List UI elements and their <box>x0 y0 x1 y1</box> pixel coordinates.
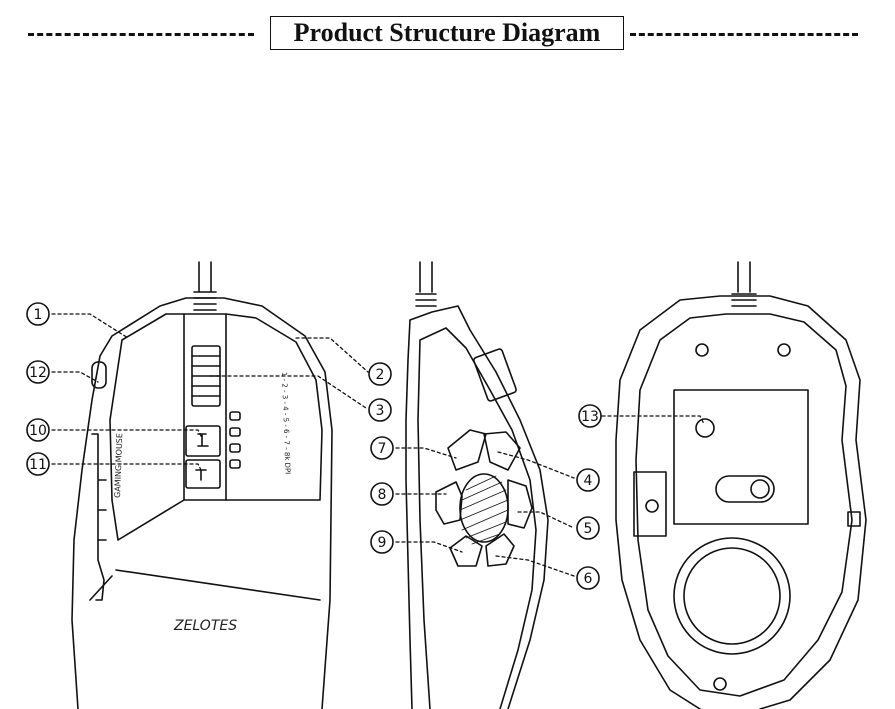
bottom-screw-top-right <box>777 343 791 357</box>
bottom-left-pad <box>633 471 667 537</box>
brand-logo: ZELOTES <box>173 618 237 634</box>
side-top-button <box>473 348 517 402</box>
callout-markers: 1 2 3 4 5 6 7 8 <box>26 302 602 590</box>
leader-6 <box>495 555 575 577</box>
callout-8: 8 <box>370 482 394 506</box>
leader-10 <box>51 429 203 439</box>
bottom-view-body-outline <box>615 295 867 709</box>
center-column <box>183 313 227 501</box>
callout-10: 10 <box>26 418 50 442</box>
mouse-bottom-view <box>615 261 867 709</box>
left-side-button-strip <box>91 433 107 601</box>
thumb-center-hatching <box>459 475 509 545</box>
mouse-side-view <box>405 261 549 709</box>
title-dash-left <box>28 33 254 36</box>
bottom-view-inner-edge <box>635 313 853 697</box>
thumb-button-6 <box>485 533 515 567</box>
dpi-down-glyph <box>195 469 207 481</box>
title-dash-right <box>630 33 858 36</box>
callout-5-label: 5 <box>584 521 593 537</box>
callout-9-label: 9 <box>378 535 387 551</box>
callout-13: 13 <box>578 404 602 428</box>
bottom-glide-ring-outer <box>673 537 791 655</box>
thumb-button-7 <box>447 429 487 471</box>
palm-rest <box>89 569 321 601</box>
leader-11 <box>51 463 203 473</box>
mode-button <box>91 361 107 389</box>
diagram-title: Product Structure Diagram <box>293 18 601 47</box>
callout-11-label: 11 <box>29 457 47 473</box>
callout-11: 11 <box>26 452 50 476</box>
callout-12-label: 12 <box>29 365 47 381</box>
callout-13-label: 13 <box>581 409 599 425</box>
leader-9 <box>395 541 463 553</box>
thumb-button-4 <box>483 431 521 471</box>
bottom-view-cable <box>731 261 757 307</box>
callout-5: 5 <box>576 516 600 540</box>
right-button-panel <box>225 313 323 501</box>
thumb-center-grip <box>459 473 509 543</box>
dpi-down-button <box>185 459 221 489</box>
thumb-button-8 <box>435 481 463 525</box>
dpi-up-button <box>185 425 221 457</box>
leader-5 <box>517 511 575 529</box>
leader-12 <box>51 371 99 383</box>
callout-4: 4 <box>576 468 600 492</box>
leader-3 <box>209 375 367 409</box>
callout-1-label: 1 <box>34 307 43 323</box>
side-view-cable <box>415 261 437 307</box>
callout-6: 6 <box>576 566 600 590</box>
weight-compartment <box>673 389 809 525</box>
leader-4 <box>497 451 575 479</box>
callout-7: 7 <box>370 436 394 460</box>
top-view-body-outline <box>71 297 333 709</box>
bottom-screw-top-left <box>695 343 709 357</box>
callout-3-label: 3 <box>376 403 385 419</box>
callout-3: 3 <box>368 398 392 422</box>
callout-1: 1 <box>26 302 50 326</box>
leader-7 <box>395 447 457 459</box>
optical-sensor-lens <box>750 479 770 499</box>
leader-13 <box>601 415 705 425</box>
callout-9: 9 <box>370 530 394 554</box>
callout-8-label: 8 <box>378 487 387 503</box>
bottom-screw-bottom <box>713 677 727 691</box>
callout-12: 12 <box>26 360 50 384</box>
thumb-button-5 <box>507 479 533 529</box>
bottom-glide-ring-inner <box>683 547 781 645</box>
leader-2 <box>295 337 369 373</box>
left-button-panel <box>109 313 185 541</box>
top-view-cable <box>193 261 217 311</box>
callout-6-label: 6 <box>584 571 593 587</box>
bottom-screw-left <box>645 499 659 513</box>
callout-leader-lines <box>51 313 705 577</box>
title-box: Product Structure Diagram <box>270 16 624 50</box>
callout-4-label: 4 <box>584 473 593 489</box>
bottom-right-switch <box>847 511 861 527</box>
diagram-header: Product Structure Diagram <box>0 0 895 60</box>
thumb-button-cluster <box>435 429 533 567</box>
dpi-scale-text: 1 - 2 - 3 - 4 - 5 - 6 - 7 - 8k DPI <box>280 372 292 475</box>
reset-hole <box>695 418 715 438</box>
callout-2-label: 2 <box>376 367 385 383</box>
callout-10-label: 10 <box>29 423 47 439</box>
callout-7-label: 7 <box>378 441 387 457</box>
callout-2: 2 <box>368 362 392 386</box>
side-view-body-outline <box>405 305 549 709</box>
leader-1 <box>51 313 129 339</box>
dpi-up-glyph <box>197 433 209 447</box>
mouse-top-view: GAMING MOUSE 1 - 2 - 3 - 4 - 5 - 6 - 7 -… <box>71 261 333 709</box>
optical-sensor <box>715 475 775 503</box>
thumb-button-9 <box>449 535 483 567</box>
side-view-inner-edge <box>417 327 537 709</box>
mouse-side-text: GAMING MOUSE <box>113 433 124 498</box>
scroll-wheel <box>191 345 221 407</box>
dpi-indicator-leds <box>229 411 241 469</box>
